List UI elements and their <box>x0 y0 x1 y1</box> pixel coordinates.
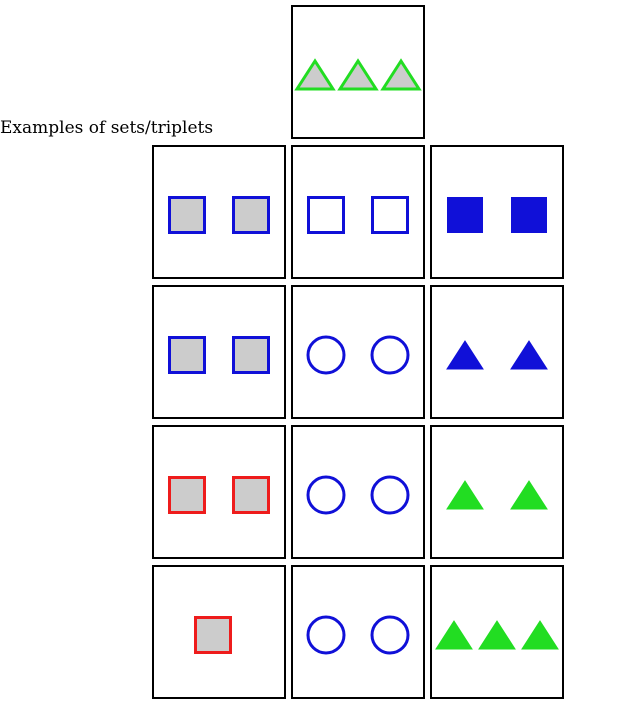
triangle-symbol <box>446 480 484 510</box>
card-symbols <box>446 480 548 510</box>
square-symbol <box>511 197 547 233</box>
card-r4-c3 <box>430 565 564 699</box>
card-symbols <box>168 196 270 234</box>
caption-label: Examples of sets/triplets <box>0 118 214 138</box>
card-symbols <box>168 476 270 514</box>
square-symbol <box>168 476 206 514</box>
square-symbol <box>168 196 206 234</box>
triangle-symbol <box>478 620 516 650</box>
square-symbol <box>307 196 345 234</box>
square-symbol <box>371 196 409 234</box>
card-r2-c1 <box>152 285 286 419</box>
card-r2-c3 <box>430 285 564 419</box>
card-r2-c2 <box>291 285 425 419</box>
circle-symbol <box>306 615 346 655</box>
card-symbols <box>294 58 422 91</box>
triangle-symbol <box>446 340 484 370</box>
square-symbol <box>232 476 270 514</box>
card-r1-c3 <box>430 145 564 279</box>
card-r3-c3 <box>430 425 564 559</box>
card-symbols <box>447 197 547 233</box>
card-r4-c1 <box>152 565 286 699</box>
circle-symbol <box>306 475 346 515</box>
circle-symbol <box>306 335 346 375</box>
card-r1-c2 <box>291 145 425 279</box>
square-symbol <box>168 336 206 374</box>
card-symbols <box>306 475 410 515</box>
square-symbol <box>447 197 483 233</box>
card-symbols <box>446 340 548 370</box>
card-symbols <box>435 620 559 650</box>
card-symbols <box>168 336 270 374</box>
circle-symbol <box>370 335 410 375</box>
card-symbols <box>307 196 409 234</box>
square-symbol <box>232 336 270 374</box>
card-r3-c2 <box>291 425 425 559</box>
square-symbol <box>232 196 270 234</box>
circle-symbol <box>370 475 410 515</box>
card-symbols <box>306 335 410 375</box>
card-top <box>291 5 425 139</box>
triangle-symbol <box>521 620 559 650</box>
triangle-symbol <box>294 58 336 91</box>
triangle-symbol <box>337 58 379 91</box>
card-symbols <box>306 615 410 655</box>
card-r3-c1 <box>152 425 286 559</box>
card-symbols <box>194 616 232 654</box>
card-r1-c1 <box>152 145 286 279</box>
triangle-symbol <box>380 58 422 91</box>
card-r4-c2 <box>291 565 425 699</box>
triangle-symbol <box>510 340 548 370</box>
triangle-symbol <box>435 620 473 650</box>
circle-symbol <box>370 615 410 655</box>
triangle-symbol <box>510 480 548 510</box>
square-symbol <box>194 616 232 654</box>
